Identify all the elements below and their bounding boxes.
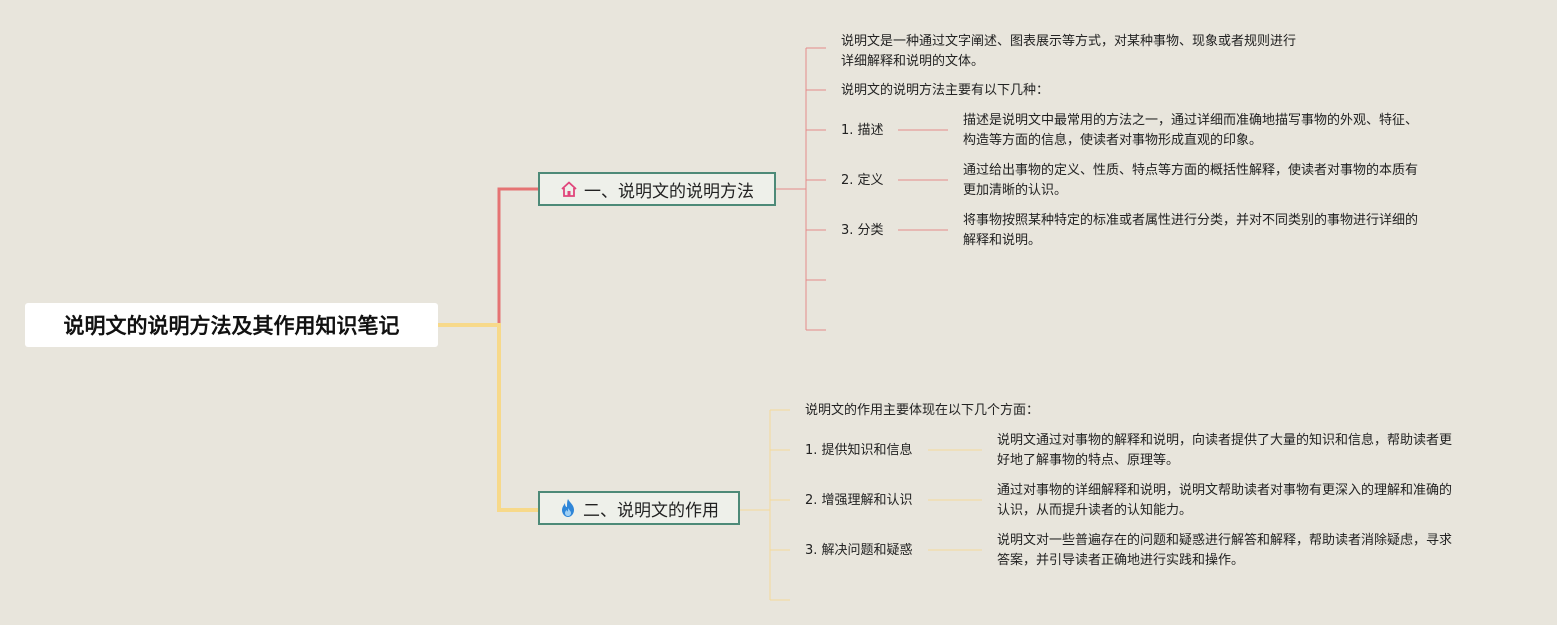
method-item-description-detail[interactable]: 描述是说明文中最常用的方法之一，通过详细而准确地描写事物的外观、特征、 构造等方… bbox=[963, 113, 1419, 148]
method-item-classification-detail[interactable]: 将事物按照某种特定的标准或者属性进行分类，并对不同类别的事物进行详细的 解释和说… bbox=[963, 213, 1419, 248]
house-icon bbox=[560, 180, 578, 198]
branch1-topic[interactable]: 一、说明文的说明方法 bbox=[538, 172, 776, 206]
root-topic[interactable]: 说明文的说明方法及其作用知识笔记 bbox=[25, 303, 438, 347]
branch1-intro[interactable]: 说明文是一种通过文字阐述、图表展示等方式，对某种事物、现象或者规则进行 详细解释… bbox=[841, 34, 1297, 69]
function-item-problem-solving[interactable]: 3. 解决问题和疑惑 bbox=[805, 543, 913, 558]
function-item-problem-solving-detail[interactable]: 说明文对一些普遍存在的问题和疑惑进行解答和解释，帮助读者消除疑虑，寻求 答案，并… bbox=[997, 533, 1453, 568]
function-item-understanding[interactable]: 2. 增强理解和认识 bbox=[805, 493, 913, 508]
fire-icon bbox=[559, 499, 577, 517]
root-to-branch2-line bbox=[438, 323, 538, 512]
function-item-understanding-detail[interactable]: 通过对事物的详细解释和说明，说明文帮助读者对事物有更深入的理解和准确的 认识，从… bbox=[997, 483, 1453, 518]
function-item-knowledge[interactable]: 1. 提供知识和信息 bbox=[805, 443, 913, 458]
branch2-topic[interactable]: 二、说明文的作用 bbox=[538, 491, 740, 525]
root-title: 说明文的说明方法及其作用知识笔记 bbox=[63, 314, 400, 338]
branch1-connectors bbox=[776, 47, 948, 331]
method-item-definition-detail[interactable]: 通过给出事物的定义、性质、特点等方面的概括性解释，使读者对事物的本质有 更加清晰… bbox=[963, 163, 1419, 198]
branch1-methods-title[interactable]: 说明文的说明方法主要有以下几种： bbox=[841, 83, 1050, 98]
method-item-classification[interactable]: 3. 分类 bbox=[841, 223, 884, 238]
branch2-label: 二、说明文的作用 bbox=[583, 500, 719, 521]
method-item-definition[interactable]: 2. 定义 bbox=[841, 173, 884, 188]
method-item-description[interactable]: 1. 描述 bbox=[841, 123, 884, 138]
branch1-label: 一、说明文的说明方法 bbox=[584, 181, 754, 202]
function-item-knowledge-detail[interactable]: 说明文通过对事物的解释和说明，向读者提供了大量的知识和信息，帮助读者更 好地了解… bbox=[997, 433, 1453, 468]
branch2-intro[interactable]: 说明文的作用主要体现在以下几个方面： bbox=[805, 403, 1040, 418]
branch2-connectors bbox=[740, 409, 982, 601]
root-to-branch1-line bbox=[438, 187, 538, 327]
